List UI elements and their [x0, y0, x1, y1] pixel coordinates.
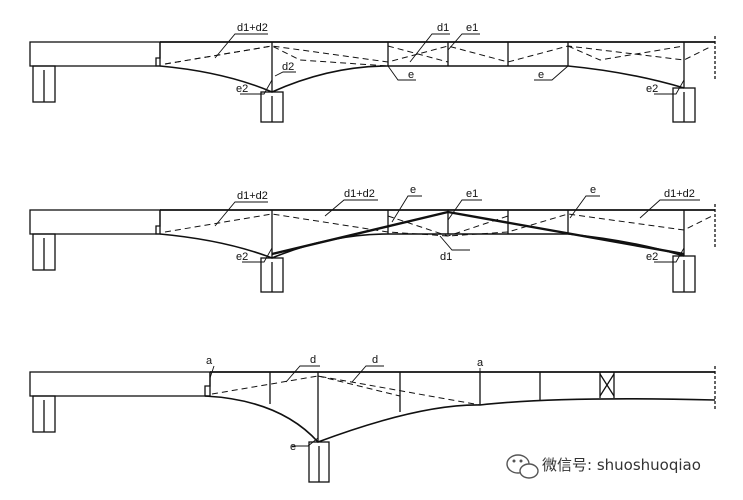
diagram-3: a d d a e — [29, 354, 716, 483]
label-a: a — [477, 357, 484, 369]
deck-soffit — [204, 395, 716, 443]
label-e: e — [290, 441, 296, 453]
leader-lines — [214, 33, 685, 95]
diagram-1: d1+d2 d2 d1 e1 e e e2 e2 — [29, 22, 716, 123]
external-tendons — [271, 210, 685, 256]
label-e2: e2 — [236, 83, 248, 95]
label-d2: d2 — [282, 61, 294, 73]
label-a: a — [206, 355, 213, 367]
label-e2: e2 — [236, 251, 248, 263]
label-e: e — [538, 69, 544, 81]
label-d1-plus-d2: d1+d2 — [237, 190, 268, 202]
label-e: e — [410, 184, 416, 196]
label-d1-plus-d2: d1+d2 — [237, 22, 268, 34]
approach-slab — [29, 41, 161, 67]
label-e: e — [408, 69, 414, 81]
prestress-tendons — [211, 375, 481, 406]
label-d1: d1 — [440, 251, 452, 263]
approach-slab — [29, 371, 211, 397]
deck-soffit — [159, 65, 685, 93]
expansion-notch — [204, 372, 211, 397]
leader-lines — [214, 195, 700, 263]
leader-lines — [209, 365, 481, 447]
diagram-2: d1+d2 d1+d2 e e1 e d1+d2 d1 e2 e2 — [29, 184, 716, 293]
label-e1: e1 — [466, 22, 478, 34]
approach-slab — [29, 209, 161, 235]
expansion-notch — [155, 210, 161, 235]
label-d: d — [310, 354, 316, 366]
watermark-text: 微信号: shuoshuoqiao — [542, 456, 701, 474]
watermark: 微信号: shuoshuoqiao — [506, 454, 701, 479]
cross-brace — [599, 373, 615, 397]
label-e: e — [590, 184, 596, 196]
label-e2: e2 — [646, 251, 658, 263]
label-e2: e2 — [646, 83, 658, 95]
label-d1: d1 — [437, 22, 449, 34]
label-d1-plus-d2: d1+d2 — [664, 188, 695, 200]
wechat-icon — [506, 454, 539, 479]
label-e1: e1 — [466, 188, 478, 200]
expansion-notch — [155, 42, 161, 67]
prestress-tendons — [164, 45, 713, 67]
label-d: d — [372, 354, 378, 366]
label-d1-plus-d2: d1+d2 — [344, 188, 375, 200]
prestress-tendons — [164, 213, 713, 237]
